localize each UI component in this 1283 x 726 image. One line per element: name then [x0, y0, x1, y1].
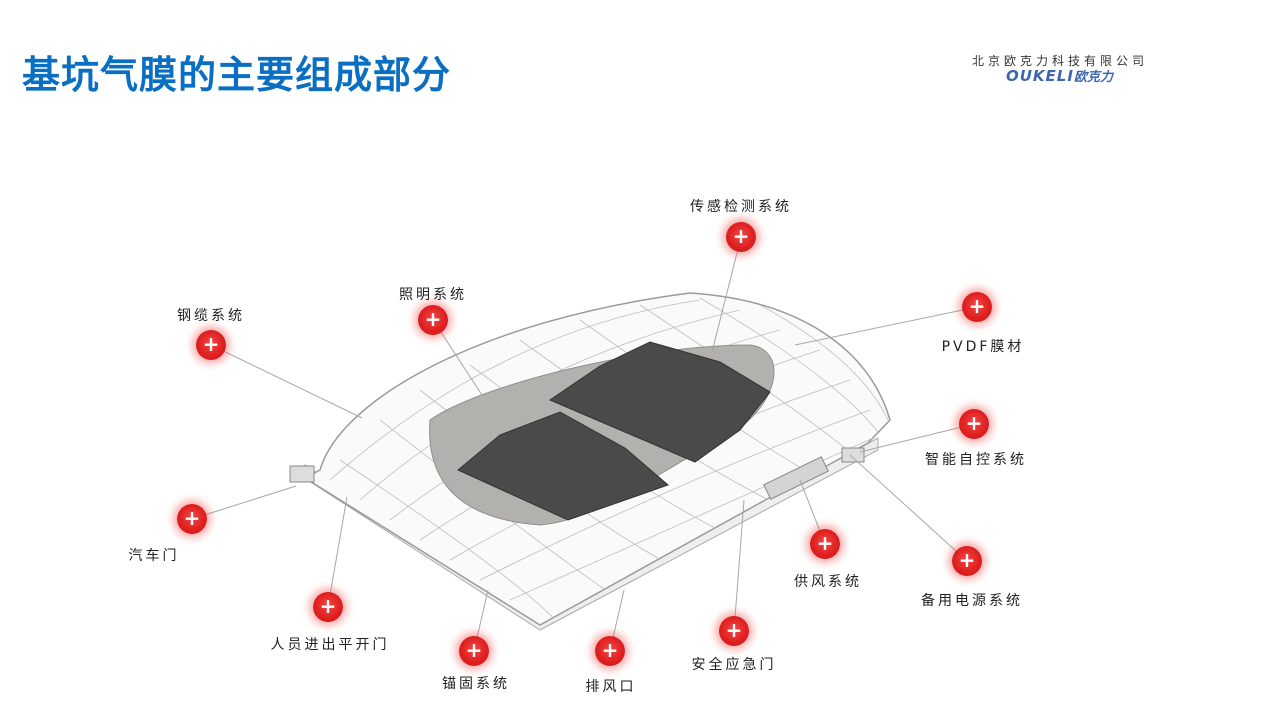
control-box [841, 447, 865, 463]
persondoor-label: 人员进出平开门 [270, 637, 390, 653]
plus-icon: + [732, 224, 750, 248]
backup-hotspot[interactable]: + [952, 546, 982, 576]
lighting-label: 照明系统 [399, 287, 467, 303]
base-platform [294, 437, 879, 631]
company-logo: OUKELI 欧克力 [1006, 66, 1113, 85]
car-door-box [289, 465, 315, 483]
logo-text-en: OUKELI [1006, 67, 1074, 85]
plus-icon: + [183, 506, 201, 530]
anchor-label: 锚固系统 [442, 676, 510, 692]
logo-text-cn: 欧克力 [1073, 70, 1113, 85]
plus-icon: + [465, 638, 483, 662]
cable-label: 钢缆系统 [177, 308, 245, 324]
emergency-label: 安全应急门 [691, 657, 777, 673]
emergency-hotspot[interactable]: + [719, 616, 749, 646]
plus-icon: + [965, 411, 983, 435]
cable-hotspot[interactable]: + [196, 330, 226, 360]
airsupply-label: 供风系统 [794, 574, 862, 590]
backup-label: 备用电源系统 [921, 593, 1023, 609]
plus-icon: + [958, 548, 976, 572]
exhaust-hotspot[interactable]: + [595, 636, 625, 666]
pvdf-label: PVDF膜材 [941, 339, 1025, 355]
sensor-label: 传感检测系统 [690, 199, 792, 215]
storage-block-right [548, 341, 771, 463]
plus-icon: + [968, 294, 986, 318]
exhaust-label: 排风口 [585, 679, 637, 695]
persondoor-hotspot[interactable]: + [313, 592, 343, 622]
plus-icon: + [202, 332, 220, 356]
control-label: 智能自控系统 [925, 452, 1027, 468]
plus-icon: + [725, 618, 743, 642]
airsupply-hotspot[interactable]: + [810, 529, 840, 559]
company-name: 北京欧克力科技有限公司 [972, 54, 1149, 68]
page-title: 基坑气膜的主要组成部分 [22, 53, 452, 97]
pvdf-hotspot[interactable]: + [962, 292, 992, 322]
blower-unit [763, 456, 829, 500]
plus-icon: + [816, 531, 834, 555]
lighting-hotspot[interactable]: + [418, 305, 448, 335]
plus-icon: + [319, 594, 337, 618]
cardoor-label: 汽车门 [128, 548, 180, 564]
plus-icon: + [424, 307, 442, 331]
storage-block-left [457, 411, 669, 521]
anchor-hotspot[interactable]: + [459, 636, 489, 666]
cardoor-hotspot[interactable]: + [177, 504, 207, 534]
sensor-hotspot[interactable]: + [726, 222, 756, 252]
plus-icon: + [601, 638, 619, 662]
control-hotspot[interactable]: + [959, 409, 989, 439]
